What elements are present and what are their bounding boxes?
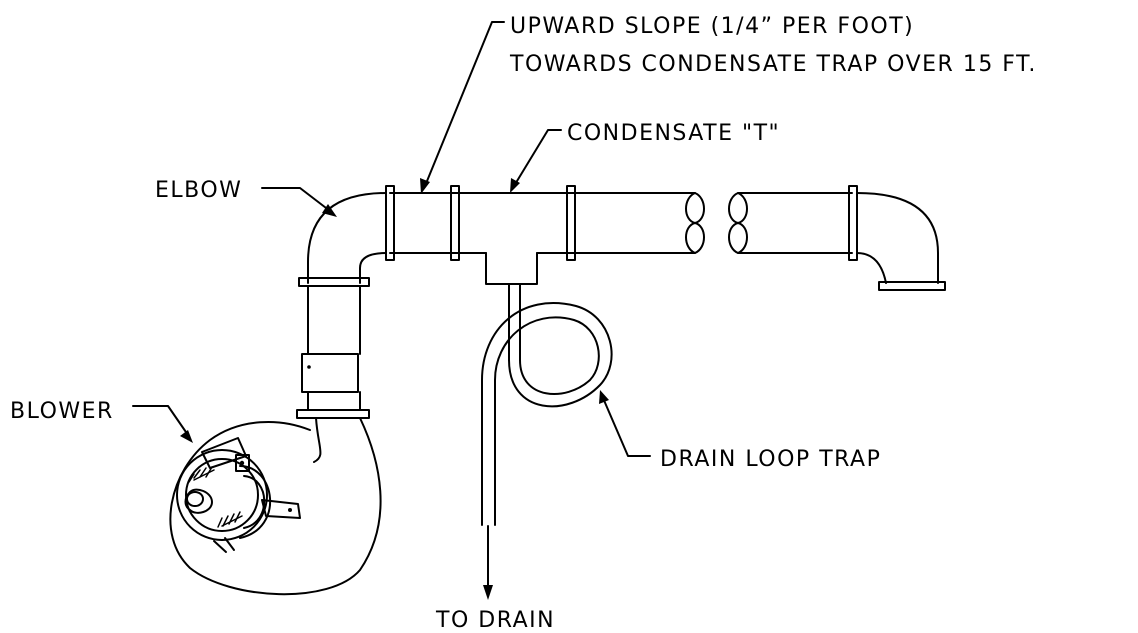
coupling-1 [385,185,395,261]
elbow-left [307,192,387,284]
drain-loop-trap-leader [599,390,651,457]
blower-label: BLOWER [10,399,114,424]
elbow-leader [261,187,337,217]
slope-label-line2: TOWARDS CONDENSATE TRAP OVER 15 FT. [509,52,1037,77]
coupling-2 [450,185,460,261]
elbow-label: ELBOW [155,178,242,203]
drain-loop-trap-label: DRAIN LOOP TRAP [660,447,881,472]
drain-loop-trap [481,283,613,526]
condensate-tee [485,252,538,285]
blower [169,417,382,596]
blower-leader [132,405,193,443]
to-drain-label: TO DRAIN [435,608,555,633]
coupling-4 [848,185,858,261]
condensate-t-label: CONDENSATE "T" [567,121,780,146]
condensate-t-leader [510,129,562,193]
coupling-3 [566,185,576,261]
slope-leader [420,21,505,194]
elbow-right-outlet [856,192,946,291]
to-drain-arrow [483,525,493,600]
vertical-vent-pipe [296,277,370,419]
horizontal-vent-pipe [389,192,853,254]
slope-label-line1: UPWARD SLOPE (1/4” PER FOOT) [510,14,914,39]
